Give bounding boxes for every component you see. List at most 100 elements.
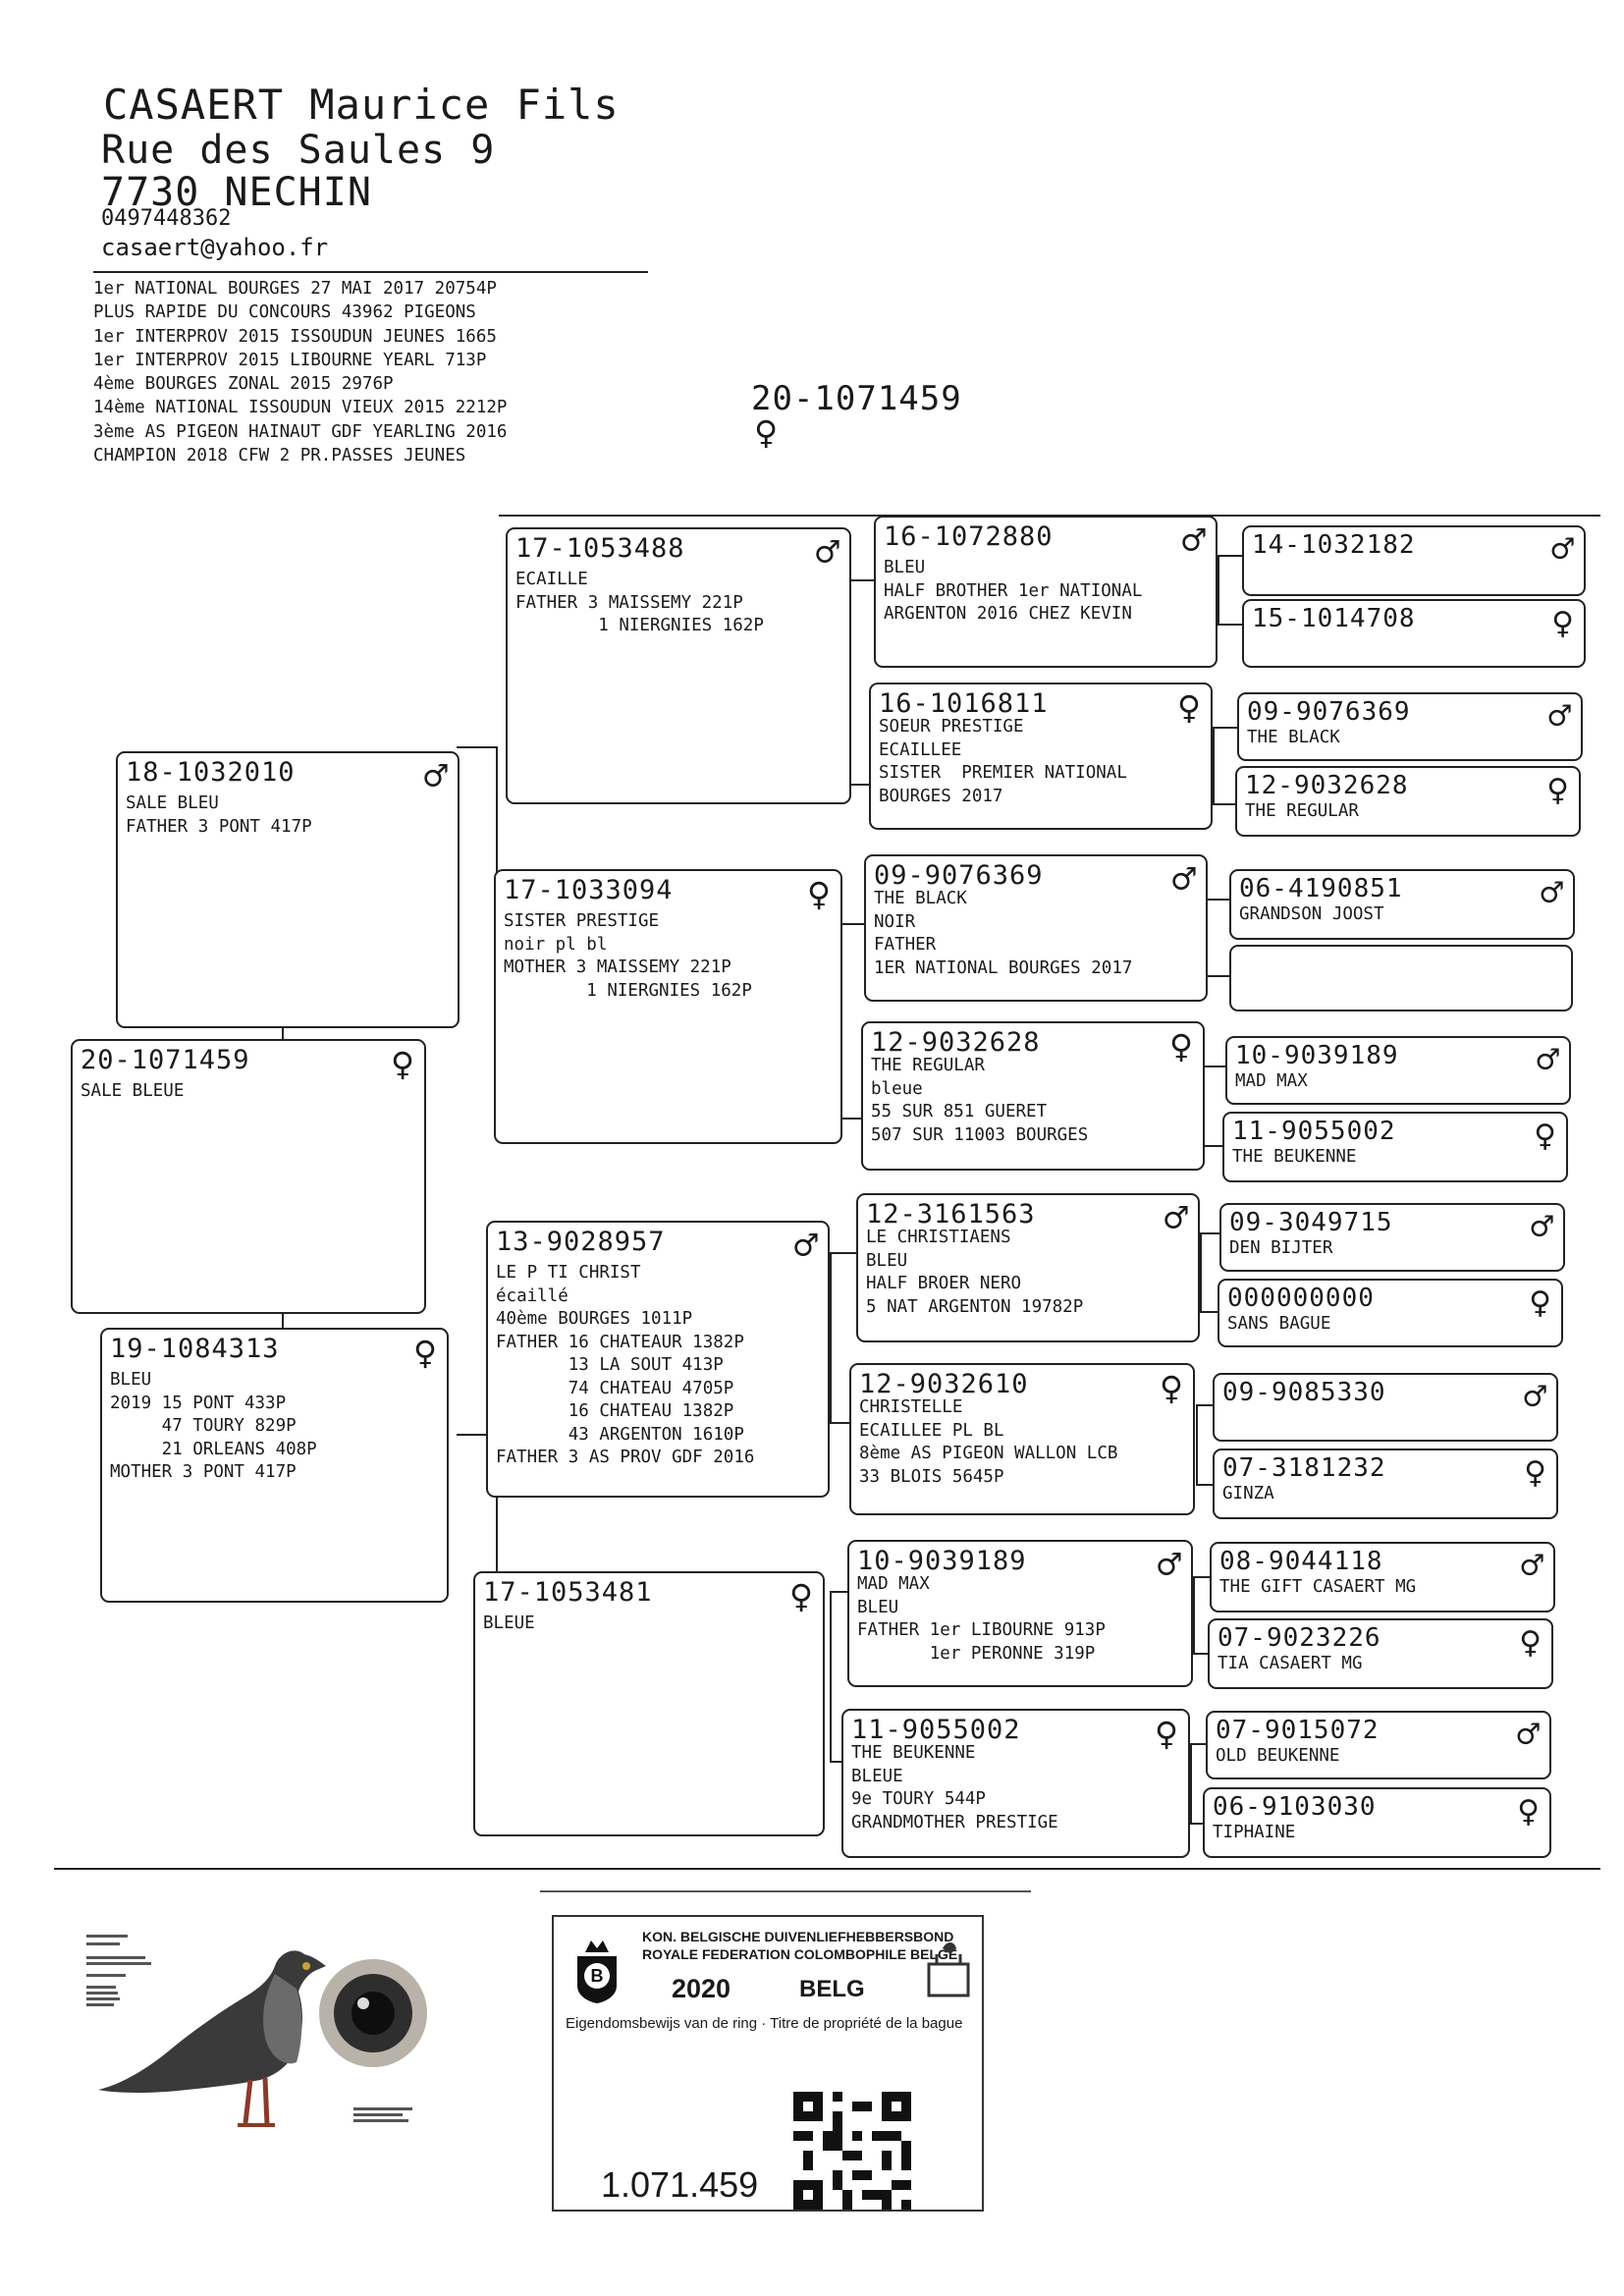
- ring-number: 10-9039189: [1235, 1041, 1399, 1070]
- ring-number: 07-9023226: [1218, 1623, 1381, 1653]
- pigeon-description: LE P TI CHRIST écaillé 40ème BOURGES 101…: [496, 1263, 755, 1467]
- pigeon-description: DEN BIJTER: [1229, 1238, 1333, 1258]
- ring-number: 11-9055002: [1232, 1117, 1396, 1146]
- pedigree-card-gen5-1: 14-1032182 ♂: [1242, 525, 1586, 596]
- ring-number: 000000000: [1227, 1284, 1375, 1313]
- subject-ring-number: 20-1071459: [751, 379, 962, 418]
- pedigree-card-gen5-15: 07-9015072 ♂ OLD BEUKENNE: [1206, 1711, 1551, 1779]
- pigeon-description: BLEU HALF BROTHER 1er NATIONAL ARGENTON …: [884, 558, 1143, 624]
- female-symbol: ♀: [1529, 1281, 1551, 1324]
- pedigree-card-father-mother: 17-1033094 ♀ SISTER PRESTIGE noir pl bl …: [494, 869, 842, 1144]
- certificate-title: Eigendomsbewijs van de ring · Titre de p…: [566, 2015, 963, 2032]
- pigeon-description: SALE BLEUE: [81, 1081, 185, 1101]
- pigeon-description: THE REGULAR: [1245, 801, 1359, 821]
- female-symbol: ♀: [1168, 1024, 1193, 1069]
- pedigree-card-gen5-5: 06-4190851 ♂ GRANDSON JOOST: [1229, 869, 1575, 940]
- pigeon-description: THE GIFT CASAERT MG: [1219, 1577, 1417, 1597]
- kbdb-crest-logo: B: [577, 1941, 617, 2003]
- qr-code: [793, 2092, 911, 2210]
- certificate-year: 2020: [672, 1974, 731, 2003]
- pigeon-description: OLD BEUKENNE: [1216, 1746, 1340, 1766]
- pigeon-description: THE REGULAR bleue 55 SUR 851 GUERET 507 …: [871, 1056, 1089, 1145]
- pigeon-description: THE BEUKENNE BLEUE 9e TOURY 544P GRANDMO…: [851, 1743, 1058, 1832]
- ring-number: 08-9044118: [1219, 1547, 1383, 1576]
- pigeon-description: SISTER PRESTIGE noir pl bl MOTHER 3 MAIS…: [504, 911, 752, 1001]
- pedigree-card-father: 18-1032010 ♂ SALE BLEU FATHER 3 PONT 417…: [116, 751, 460, 1028]
- ring-number: 20-1071459: [81, 1045, 250, 1075]
- pigeon-description: MAD MAX: [1235, 1071, 1308, 1091]
- male-symbol: ♂: [1521, 1544, 1543, 1587]
- pigeon-silhouette: [98, 1950, 326, 2127]
- male-symbol: ♂: [815, 530, 839, 575]
- ring-number: 17-1053488: [515, 533, 685, 564]
- pigeon-description: THE BEUKENNE: [1232, 1147, 1357, 1167]
- pigeon-description: SOEUR PRESTIGE ECAILLEE SISTER PREMIER N…: [879, 717, 1127, 806]
- female-symbol: ♀: [1546, 768, 1569, 811]
- pedigree-card-gen5-7: 10-9039189 ♂ MAD MAX: [1225, 1036, 1571, 1105]
- pedigree-card-gen5-4: 12-9032628 ♀ THE REGULAR: [1235, 766, 1581, 837]
- photo-caption-block: [86, 1935, 151, 2006]
- pedigree-card-gen5-3: 09-9076369 ♂ THE BLACK: [1237, 692, 1583, 761]
- ring-number: 19-1084313: [110, 1334, 280, 1364]
- male-symbol: ♂: [1524, 1375, 1546, 1418]
- pedigree-card-gen5-2: 15-1014708 ♀: [1242, 599, 1586, 668]
- pedigree-card-gen5-8: 11-9055002 ♀ THE BEUKENNE: [1222, 1112, 1568, 1182]
- performance-line: 1er INTERPROV 2015 ISSOUDUN JEUNES 1665: [93, 326, 497, 347]
- performance-list: 1er NATIONAL BOURGES 27 MAI 2017 20754P …: [93, 277, 507, 467]
- pigeon-description: THE BLACK NOIR FATHER 1ER NATIONAL BOURG…: [874, 889, 1133, 978]
- breeder-city: 7730 NECHIN: [101, 170, 372, 215]
- ring-number: 07-9015072: [1216, 1716, 1380, 1745]
- female-symbol: ♀: [806, 872, 831, 917]
- pedigree-card-mother-father: 13-9028957 ♂ LE P TI CHRIST écaillé 40èm…: [486, 1221, 830, 1498]
- ring-number: 17-1033094: [504, 875, 674, 905]
- performance-line: CHAMPION 2018 CFW 2 PR.PASSES JEUNES: [93, 446, 466, 466]
- pedigree-card-mmm: 11-9055002 ♀ THE BEUKENNE BLEUE 9e TOURY…: [841, 1709, 1190, 1858]
- federation-emblem: [927, 1942, 970, 1997]
- pedigree-card-fmm: 12-9032628 ♀ THE REGULAR bleue 55 SUR 85…: [861, 1021, 1205, 1171]
- certificate-ring-number: 1.071.459: [601, 2164, 759, 2205]
- male-symbol: ♂: [1537, 1038, 1559, 1081]
- breeder-phone: 0497448362: [101, 206, 232, 231]
- pedigree-card-mother: 19-1084313 ♀ BLEU 2019 15 PONT 433P 47 T…: [100, 1328, 449, 1603]
- ring-number: 09-3049715: [1229, 1208, 1393, 1237]
- male-symbol: ♂: [1548, 694, 1571, 738]
- certificate-country: BELG: [799, 1976, 865, 2002]
- female-symbol: ♀: [390, 1042, 414, 1087]
- pedigree-card-gen5-6: [1229, 945, 1573, 1011]
- female-symbol: ♀: [788, 1574, 813, 1619]
- breeder-name: CASAERT Maurice Fils: [103, 81, 620, 129]
- pigeon-description: BLEUE: [483, 1613, 535, 1633]
- female-symbol: ♀: [1159, 1366, 1183, 1411]
- female-symbol: ♀: [1524, 1450, 1546, 1494]
- pigeon-photo: [86, 1935, 427, 2127]
- pedigree-card-mff: 12-3161563 ♂ LE CHRISTIAENS BLEU HALF BR…: [856, 1193, 1200, 1342]
- pedigree-card-fmf: 09-9076369 ♂ THE BLACK NOIR FATHER 1ER N…: [864, 854, 1208, 1002]
- pedigree-bottom-divider: [54, 1868, 1600, 1870]
- header-divider: [93, 271, 648, 273]
- pedigree-card-gen5-14: 07-9023226 ♀ TIA CASAERT MG: [1208, 1618, 1553, 1689]
- pedigree-card-gen5-10: 000000000 ♀ SANS BAGUE: [1218, 1279, 1563, 1347]
- female-symbol: ♀: [1534, 1114, 1556, 1157]
- pedigree-card-mfm: 12-9032610 ♀ CHRISTELLE ECAILLEE PL BL 8…: [849, 1363, 1195, 1515]
- male-symbol: ♂: [1531, 1205, 1553, 1248]
- pedigree-card-gen5-9: 09-3049715 ♂ DEN BIJTER: [1219, 1203, 1565, 1272]
- ring-number: 18-1032010: [126, 757, 296, 788]
- pigeon-description: ECAILLE FATHER 3 MAISSEMY 221P 1 NIERGNI…: [515, 570, 764, 635]
- performance-line: 1er INTERPROV 2015 LIBOURNE YEARL 713P: [93, 350, 487, 370]
- pedigree-card-gen5-16: 06-9103030 ♀ TIPHAINE: [1203, 1787, 1551, 1858]
- photo-footer-block: [353, 2107, 412, 2122]
- svg-text:B: B: [591, 1966, 604, 1986]
- pigeon-description: CHRISTELLE ECAILLEE PL BL 8ème AS PIGEON…: [859, 1397, 1118, 1487]
- ring-number: 09-9076369: [1247, 697, 1411, 727]
- ring-number: 15-1014708: [1252, 604, 1416, 633]
- male-symbol: ♂: [1157, 1543, 1181, 1588]
- performance-line: PLUS RAPIDE DU CONCOURS 43962 PIGEONS: [93, 302, 476, 323]
- female-symbol: ♀: [1154, 1712, 1178, 1757]
- ring-number: 10-9039189: [857, 1546, 1027, 1576]
- breeder-street: Rue des Saules 9: [101, 128, 496, 173]
- pedigree-card-pigeon: 20-1071459 ♀ SALE BLEUE: [71, 1039, 426, 1314]
- pedigree-card-fff: 16-1072880 ♂ BLEU HALF BROTHER 1er NATIO…: [874, 516, 1218, 668]
- ring-number: 12-3161563: [866, 1199, 1036, 1230]
- ring-number: 09-9085330: [1222, 1378, 1386, 1407]
- male-symbol: ♂: [1171, 857, 1196, 902]
